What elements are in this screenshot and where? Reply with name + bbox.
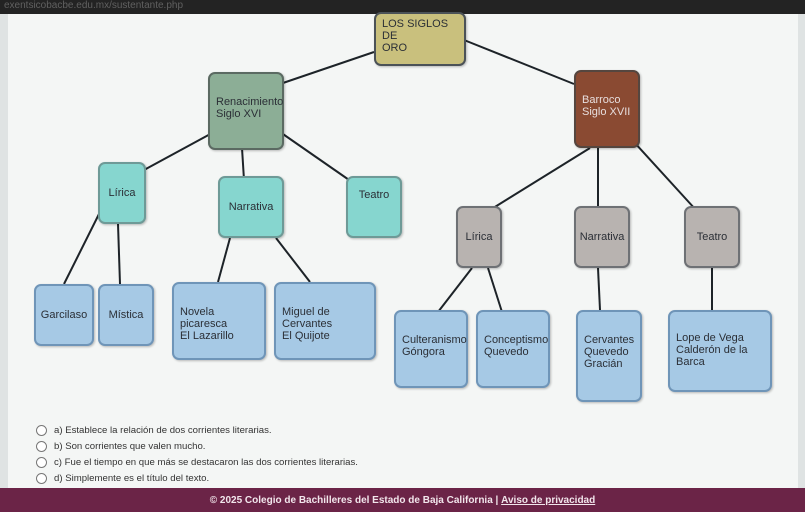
page: LOS SIGLOS DE ORO Renacimiento Siglo XVI… — [0, 12, 805, 490]
radio-icon[interactable] — [36, 424, 47, 436]
url-text: exentsicobacbe.edu.mx/sustentante.php — [4, 0, 184, 11]
radio-icon[interactable] — [36, 456, 47, 468]
node-garcilaso: Garcilaso — [34, 284, 94, 346]
footer-copyright: © 2025 Colegio de Bachilleres del Estado… — [209, 494, 499, 506]
node-renacimiento-teatro: Teatro — [346, 176, 402, 238]
option-d[interactable]: d) Simplemente es el título del texto. — [36, 470, 358, 486]
privacy-link[interactable]: Aviso de privacidad — [501, 494, 596, 506]
node-root: LOS SIGLOS DE ORO — [374, 12, 466, 66]
option-label: a) Establece la relación de dos corrient… — [54, 424, 272, 436]
option-a[interactable]: a) Establece la relación de dos corrient… — [36, 422, 358, 438]
browser-url-bar[interactable]: exentsicobacbe.edu.mx/sustentante.php — [0, 0, 805, 14]
radio-icon[interactable] — [36, 440, 47, 452]
option-c[interactable]: c) Fue el tiempo en que más se destacaro… — [36, 454, 358, 470]
node-conceptismo: Conceptismo Quevedo — [476, 310, 550, 388]
option-label: c) Fue el tiempo en que más se destacaro… — [54, 456, 358, 468]
radio-icon[interactable] — [36, 472, 47, 484]
node-culteranismo: Culteranismo Góngora — [394, 310, 468, 388]
node-barroco-teatro: Teatro — [684, 206, 740, 268]
node-narrativa-autores: Cervantes Quevedo Gracián — [576, 310, 642, 402]
node-novela-picaresca: Novela picaresca El Lazarillo — [172, 282, 266, 360]
connector-lines — [63, 39, 713, 313]
option-label: d) Simplemente es el título del texto. — [54, 472, 210, 484]
node-barroco-narrativa: Narrativa — [574, 206, 630, 268]
node-cervantes-quijote: Miguel de Cervantes El Quijote — [274, 282, 376, 360]
node-renacimiento-narrativa: Narrativa — [218, 176, 284, 238]
node-renacimiento-lirica: Lírica — [98, 162, 146, 224]
node-mistica: Mística — [98, 284, 154, 346]
footer: © 2025 Colegio de Bachilleres del Estado… — [0, 488, 805, 512]
node-teatro-autores: Lope de Vega Calderón de la Barca — [668, 310, 772, 392]
answer-options: a) Establece la relación de dos corrient… — [36, 422, 358, 486]
node-renacimiento: Renacimiento Siglo XVI — [208, 72, 284, 150]
node-barroco-lirica: Lírica — [456, 206, 502, 268]
option-b[interactable]: b) Son corrientes que valen mucho. — [36, 438, 358, 454]
option-label: b) Son corrientes que valen mucho. — [54, 440, 206, 452]
node-barroco: Barroco Siglo XVII — [574, 70, 640, 148]
content-panel: LOS SIGLOS DE ORO Renacimiento Siglo XVI… — [8, 12, 798, 490]
